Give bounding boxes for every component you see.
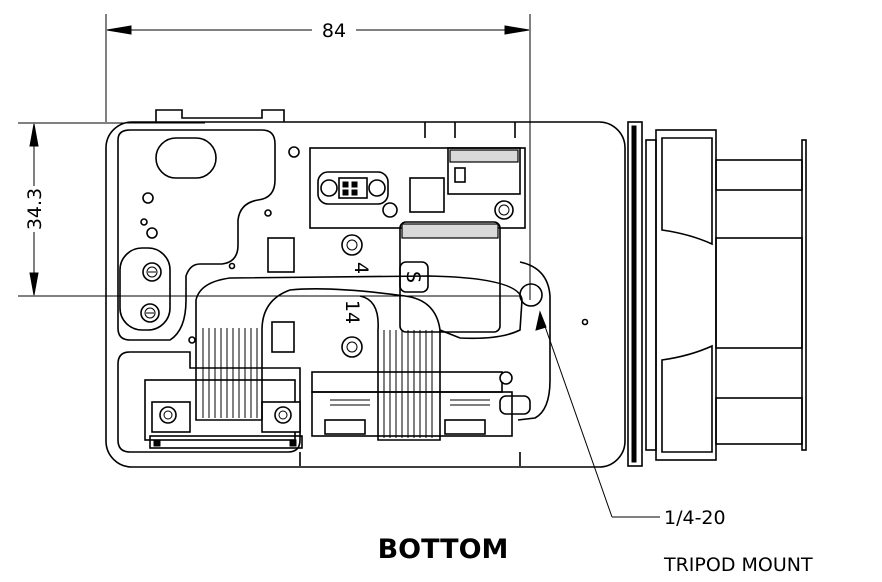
left-slot-top	[155, 137, 217, 179]
bottom-edge-lines	[299, 452, 521, 466]
component-icon	[499, 395, 531, 415]
screw-icon	[320, 179, 338, 197]
screw-icon	[274, 406, 292, 424]
height-arrow-bottom	[29, 272, 39, 296]
pin-icon	[153, 439, 161, 447]
lens-flange-band	[631, 125, 637, 463]
pin-icon	[351, 189, 358, 196]
screw-icon	[140, 303, 160, 323]
lens-flange	[627, 121, 643, 467]
sensor-block-top	[401, 223, 499, 239]
lens-cap-middle	[715, 237, 803, 349]
camera-housing: S 4 14	[105, 109, 626, 468]
callout-leader-line	[540, 314, 613, 518]
screw-icon	[382, 202, 398, 218]
right-contour	[517, 261, 551, 421]
connector-pins	[330, 399, 490, 406]
width-dimension-label: 84	[322, 20, 346, 42]
callout-line1: 1/4-20	[664, 507, 726, 529]
lens-body	[655, 129, 717, 461]
pcb-bottom	[311, 391, 513, 437]
hole-icon	[288, 146, 300, 158]
tripod-mount-hole	[519, 283, 543, 307]
marking-4: 4	[350, 262, 372, 274]
tripod-mount-callout: 1/4-20 TRIPOD MOUNT	[535, 310, 813, 576]
lens-assembly	[627, 121, 807, 467]
hole-icon	[264, 209, 272, 217]
screw-icon	[499, 371, 513, 385]
flex-cable-left-leg	[195, 300, 262, 421]
marking-14: 14	[341, 300, 363, 324]
pcb-module-edge	[449, 149, 519, 163]
left-slot-screws	[119, 247, 171, 331]
pin-icon	[351, 181, 358, 188]
view-title: BOTTOM	[378, 534, 509, 565]
height-dimension: 34.3	[18, 122, 520, 297]
component-icon	[267, 237, 295, 273]
screw-icon	[498, 204, 510, 216]
screw-icon	[163, 410, 173, 420]
screw-icon	[494, 200, 514, 220]
lens-cap-top	[715, 159, 803, 191]
screw-icon	[368, 179, 386, 197]
pin-icon	[342, 189, 349, 196]
top-tab	[155, 109, 285, 122]
pcb-bottom-strip	[311, 371, 503, 393]
callout-line2: TRIPOD MOUNT	[663, 554, 813, 576]
connector-base	[149, 435, 303, 449]
lens-cap-bottom	[715, 397, 803, 445]
component-icon	[324, 419, 366, 435]
pcb-connector	[317, 171, 389, 205]
hole-icon	[146, 227, 158, 239]
callout-arrow	[535, 310, 547, 331]
marking-s: S	[402, 271, 424, 283]
screw-icon	[159, 406, 177, 424]
pcb-module	[447, 147, 521, 195]
width-dimension: 84	[105, 14, 531, 300]
screw-icon	[142, 262, 162, 282]
flex-cable-outline	[195, 275, 523, 420]
height-dimension-label: 34.3	[24, 188, 46, 230]
flex-cable-right-leg	[359, 295, 441, 441]
width-arrow-left	[106, 25, 132, 35]
screw-icon	[341, 336, 363, 358]
hole-icon	[140, 218, 148, 226]
lens-front	[801, 139, 807, 451]
housing-outline	[105, 121, 626, 468]
hole-icon	[142, 192, 154, 204]
screw-icon	[278, 410, 288, 420]
component-icon	[454, 167, 466, 183]
hole-icon	[188, 336, 196, 344]
pin-icon	[342, 181, 349, 188]
height-arrow-top	[29, 123, 39, 147]
lens-lower-contour	[661, 344, 713, 453]
component-icon	[444, 419, 486, 435]
chip-icon	[409, 177, 445, 213]
top-edge-lines	[424, 122, 516, 138]
lens-upper-contour	[661, 137, 713, 246]
hole-icon	[228, 262, 236, 270]
left-pocket	[117, 129, 276, 341]
pin-icon	[289, 439, 297, 447]
screw-icon	[341, 234, 363, 256]
width-arrow-right	[504, 25, 530, 35]
flex-cable-traces	[202, 328, 433, 438]
lens-ring	[645, 139, 657, 451]
component-icon	[271, 321, 295, 353]
hole-icon	[581, 318, 589, 326]
